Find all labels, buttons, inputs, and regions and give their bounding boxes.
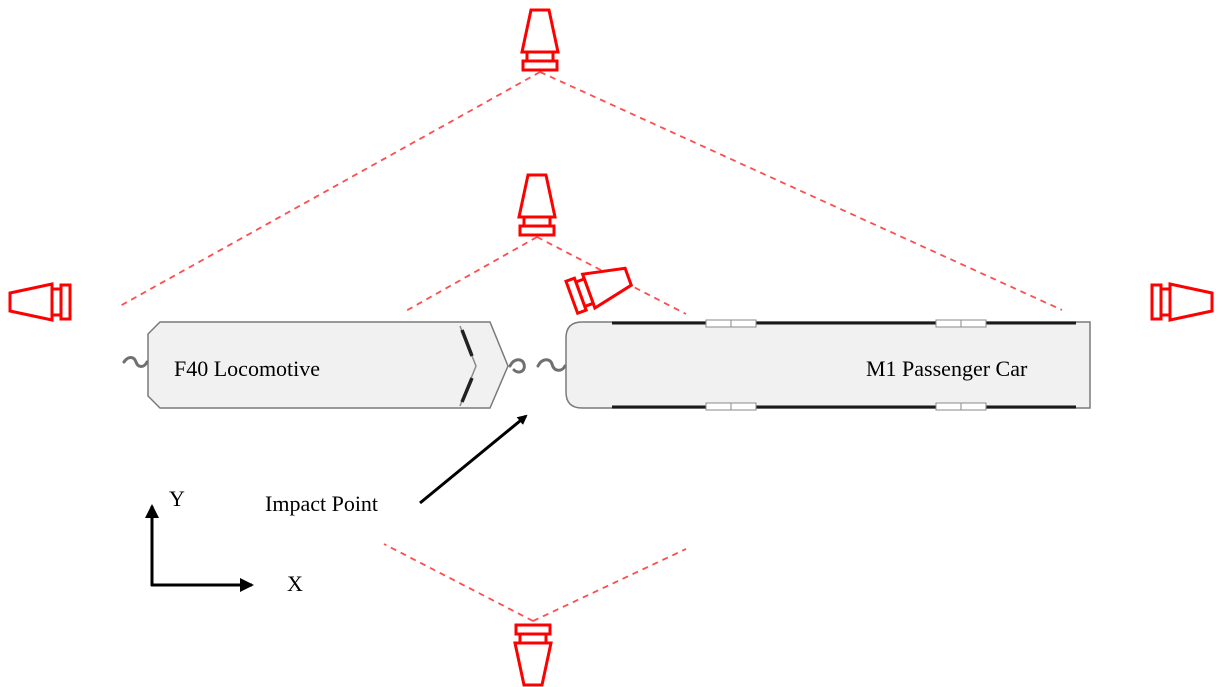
m1-passenger-car: M1 Passenger Car (536, 319, 1091, 411)
camera-icon (520, 8, 560, 72)
camera-icon (517, 173, 557, 237)
fov-line-mid-camera-right (536, 236, 687, 315)
camera-icon (8, 282, 72, 322)
impact-point-annotation: Impact Point (265, 414, 528, 516)
locomotive-body (147, 321, 509, 409)
passenger-car-label: M1 Passenger Car (866, 356, 1028, 381)
y-axis-label: Y (169, 486, 185, 511)
impact-point-label: Impact Point (265, 491, 378, 516)
camera-icon (1150, 282, 1214, 322)
fov-line-top-camera-right (539, 71, 1063, 311)
locomotive-windshield-lower (460, 377, 474, 403)
x-axis-label: X (287, 571, 303, 596)
coupler-icon (536, 358, 567, 372)
passenger-car-body (565, 321, 1091, 409)
fov-line-bottom-camera-left (383, 543, 534, 622)
fov-line-bottom-camera-right (532, 548, 687, 622)
impact-arrow (419, 414, 528, 505)
camera-icon (564, 266, 634, 316)
field-of-view-lines (119, 71, 1063, 622)
locomotive-label: F40 Locomotive (174, 356, 320, 381)
locomotive-windshield-upper (460, 329, 474, 357)
camera-icon (513, 623, 553, 687)
coordinate-axes: Y X (145, 486, 303, 596)
fov-line-mid-camera-left (403, 236, 538, 313)
coupler-icon (508, 358, 526, 374)
coupler-icon (122, 356, 149, 368)
fov-line-top-camera-left (119, 71, 541, 307)
f40-locomotive: F40 Locomotive (122, 321, 526, 409)
